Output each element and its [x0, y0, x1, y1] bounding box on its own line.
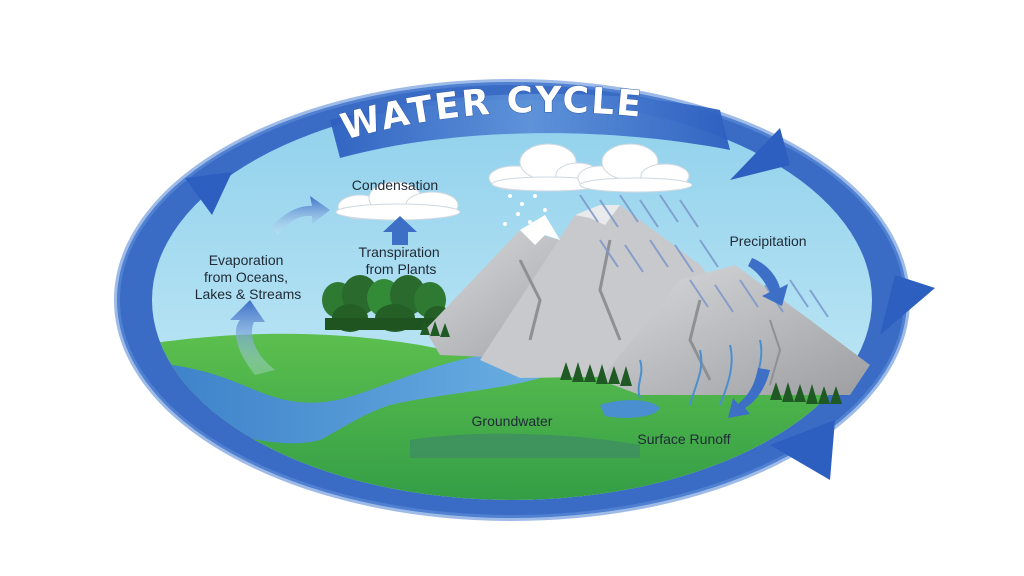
label-groundwater: Groundwater — [472, 413, 553, 429]
snowfall — [503, 194, 547, 230]
arrowhead-top-right — [730, 128, 790, 180]
arrowhead-bottom-right — [770, 420, 835, 480]
evaporation-to-cloud-arrow-icon — [270, 196, 330, 235]
precipitation-arrow-icon — [748, 258, 788, 306]
forest-left — [322, 275, 452, 332]
mountains — [425, 205, 870, 395]
label-precipitation: Precipitation — [729, 233, 806, 249]
evaporation-arrow-icon — [230, 300, 275, 375]
runoff-pool — [600, 400, 660, 418]
groundwater-band — [410, 433, 640, 458]
arrowhead-left — [185, 172, 232, 215]
arrowhead-right — [880, 275, 935, 335]
ocean-water — [152, 350, 561, 444]
runoff-arrow-icon — [728, 368, 770, 418]
forest-right — [420, 321, 842, 404]
label-evaporation: Evaporation from Oceans, Lakes & Streams — [195, 252, 302, 302]
rain — [579, 194, 829, 318]
cloud-rain-left — [488, 143, 605, 192]
transpiration-arrow-icon — [383, 216, 417, 245]
label-transpiration: Transpiration from Plants — [358, 244, 443, 277]
label-surface-runoff: Surface Runoff — [637, 431, 730, 447]
title-band — [330, 93, 730, 158]
cloud-condensation — [335, 181, 461, 221]
cloud-rain-right — [577, 143, 693, 193]
label-condensation: Condensation — [352, 177, 438, 193]
